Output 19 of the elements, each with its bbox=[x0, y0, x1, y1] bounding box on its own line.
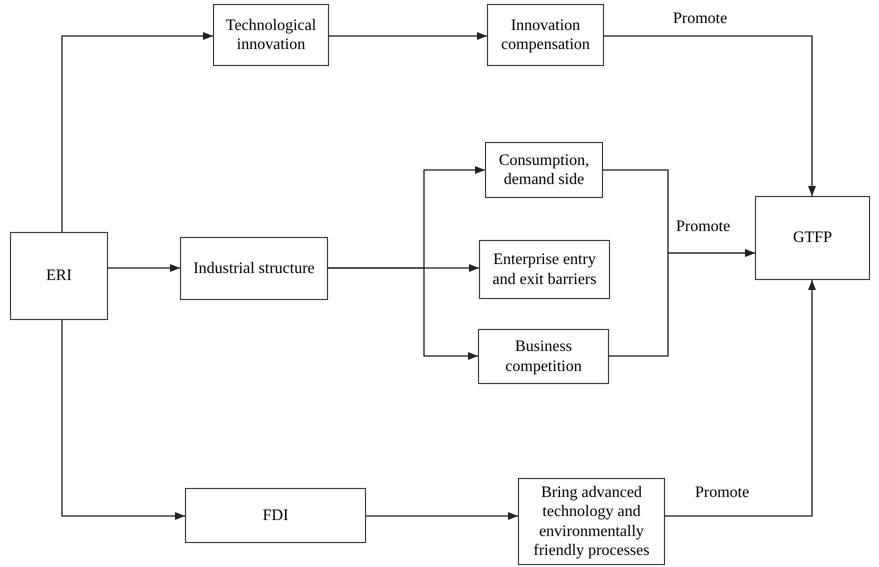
arrow bbox=[609, 249, 755, 357]
process-box: Business competition bbox=[478, 329, 609, 384]
arrow bbox=[665, 280, 816, 517]
process-box: ERI bbox=[10, 232, 108, 320]
arrow bbox=[61, 320, 185, 520]
process-box: Enterprise entry and exit barriers bbox=[479, 240, 610, 299]
arrow bbox=[329, 32, 487, 40]
arrow bbox=[604, 35, 816, 196]
process-box: Innovation compensation bbox=[487, 4, 604, 66]
process-box: FDI bbox=[185, 488, 366, 543]
process-box: Consumption, demand side bbox=[485, 142, 603, 198]
process-box: GTFP bbox=[755, 196, 870, 280]
arrow bbox=[366, 512, 518, 520]
process-box: Bring advanced technology and environmentally friendly processes bbox=[518, 478, 665, 565]
process-box: Industrial structure bbox=[180, 237, 328, 300]
process-box: Technological innovation bbox=[213, 4, 329, 66]
arrow bbox=[108, 264, 180, 272]
arrow bbox=[328, 267, 478, 360]
arrow bbox=[61, 32, 213, 232]
